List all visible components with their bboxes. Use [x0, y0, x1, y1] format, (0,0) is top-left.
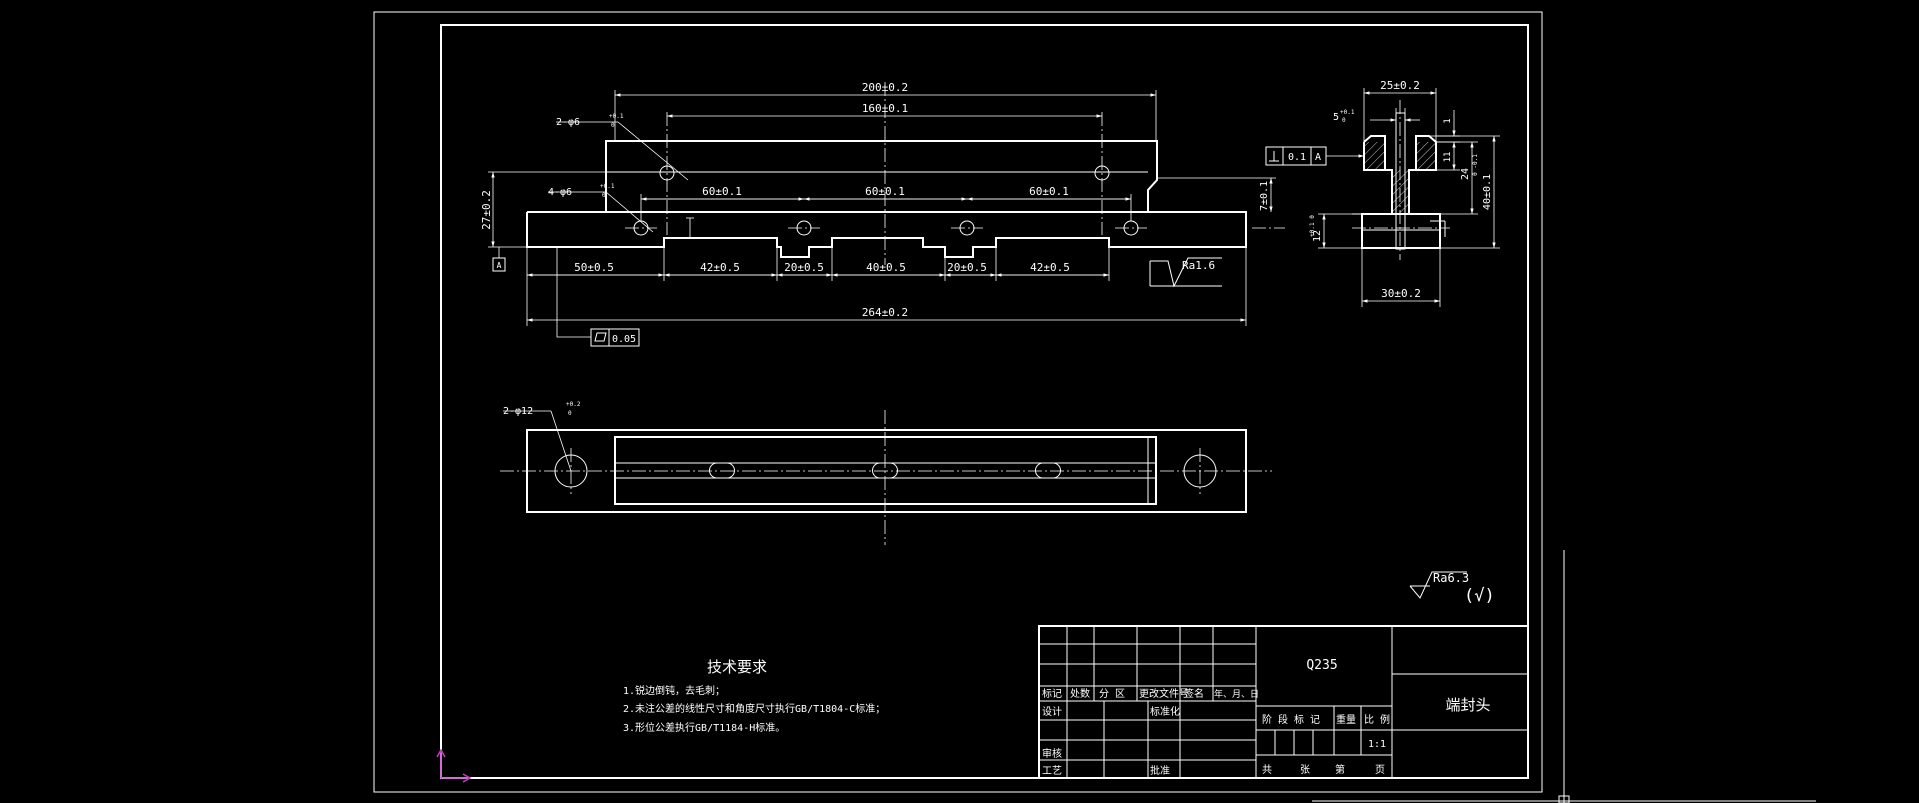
dim-12-tol: +0.1 0 — [1309, 215, 1316, 237]
tech-req-line2: 2.未注公差的线性尺寸和角度尺寸执行GB/T1804-C标准； — [623, 702, 885, 715]
ucs-icon — [436, 748, 472, 783]
dim-pitch-right: 60±0.1 — [1029, 185, 1069, 198]
title-block: 标记 处数 分 区 更改文件号 签名 年、月、日 设计 标准化 审核 工艺 批准… — [1038, 625, 1529, 779]
dim-1: 1 — [1443, 118, 1453, 123]
dim-rail-length: 200±0.2 — [862, 81, 908, 94]
general-roughness-icon — [1409, 571, 1467, 599]
dim-slot-width: 5 — [1333, 112, 1339, 123]
tb-scale: 比 例 — [1364, 713, 1390, 726]
dim-overall-length: 264±0.2 — [862, 306, 908, 319]
dim-24: 24 — [1460, 168, 1471, 180]
dim-seg-3: 20±0.5 — [784, 261, 824, 274]
dim-hole-span: 160±0.1 — [862, 102, 908, 115]
dim-top-width: 25±0.2 — [1380, 79, 1420, 92]
dim-seg-5: 20±0.5 — [947, 261, 987, 274]
dim-height: 27±0.2 — [480, 190, 493, 230]
top-holes-tol-upper: +0.1 — [609, 113, 624, 120]
roughness-label: Ra1.6 — [1182, 259, 1215, 272]
tb-r-design: 设计 — [1042, 705, 1062, 718]
top-view: 2-φ12 +0.2 0 — [500, 401, 1272, 545]
tech-req-title: 技术要求 — [707, 658, 767, 676]
dim-seg-4: 40±0.5 — [866, 261, 906, 274]
dim-pitch-mid: 60±0.1 — [865, 185, 905, 198]
tb-material: Q235 — [1306, 658, 1337, 673]
top-view-holes-tol-lower: 0 — [568, 410, 572, 417]
tb-r-std: 标准化 — [1150, 705, 1180, 718]
flatness-frame — [590, 328, 640, 347]
tb-sheets-total: 共 — [1262, 764, 1272, 776]
dim-small-height: 7±0.1 — [1259, 181, 1270, 211]
tb-h-count: 处数 — [1070, 687, 1090, 700]
top-view-holes-callout: 2-φ12 — [503, 406, 533, 417]
tech-req-line1: 1.锐边倒钝，去毛刺； — [623, 684, 725, 697]
dim-12: 12 — [1312, 230, 1323, 242]
tb-h-docno: 更改文件号 — [1139, 687, 1189, 700]
perp-value: 0.1 — [1288, 152, 1306, 163]
dim-seg-6: 42±0.5 — [1030, 261, 1070, 274]
crosshair-cursor — [1312, 550, 1816, 803]
dim-slot-tol-upper: +0.1 — [1340, 109, 1355, 116]
dim-40: 40±0.1 — [1482, 174, 1493, 210]
tb-sheets-num: 张 — [1300, 764, 1310, 776]
bottom-holes-tol-upper: +0.1 — [600, 183, 615, 190]
tb-h-zone: 分 区 — [1099, 688, 1125, 700]
flatness-value: 0.05 — [612, 334, 636, 345]
side-view: 25±0.2 5 +0.1 0 1 11 24 0 -0.1 40±0.1 12 — [1265, 79, 1500, 307]
perpendicularity-icon — [1269, 151, 1279, 162]
dim-slot-tol-lower: 0 — [1342, 117, 1346, 124]
dim-seg-1: 50±0.5 — [574, 261, 614, 274]
dim-24-tol: 0 -0.1 — [1472, 154, 1479, 176]
tb-scale-val: 1:1 — [1368, 739, 1386, 750]
general-roughness-other: (√) — [1464, 586, 1495, 606]
top-view-holes-tol-upper: +0.2 — [566, 401, 581, 408]
perp-datum: A — [1315, 152, 1321, 163]
top-holes-callout: 2-φ6 — [556, 117, 580, 128]
tb-part-name: 端封头 — [1445, 696, 1490, 714]
inner-border — [440, 24, 1529, 779]
tech-req-line3: 3.形位公差执行GB/T1184-H标准。 — [623, 721, 785, 734]
tb-weight: 重量 — [1336, 713, 1356, 726]
tb-stage: 阶 段 标 记 — [1262, 713, 1320, 726]
tb-h-mark: 标记 — [1042, 688, 1062, 700]
dim-pitch-left: 60±0.1 — [702, 185, 742, 198]
dim-seg-2: 42±0.5 — [700, 261, 740, 274]
front-view: 200±0.2 160±0.1 60±0.1 60±0.1 60±0.1 2-φ… — [480, 81, 1285, 347]
bottom-holes-tol-lower: 0 — [602, 192, 606, 199]
tb-h-sign: 签名 — [1184, 687, 1204, 700]
top-holes-tol-lower: 0 — [611, 122, 615, 129]
datum-box — [492, 257, 506, 272]
tb-sheet-of: 第 — [1335, 763, 1345, 776]
tb-sheet-page: 页 — [1375, 764, 1385, 776]
dim-base-width: 30±0.2 — [1381, 287, 1421, 300]
tb-r-check: 审核 — [1042, 747, 1062, 760]
tb-h-date: 年、月、日 — [1214, 688, 1259, 700]
dim-11: 11 — [1443, 152, 1453, 163]
flatness-icon — [594, 332, 607, 342]
outer-border — [373, 11, 1543, 793]
bottom-holes-callout: 4-φ6 — [548, 187, 572, 198]
roughness-icon — [1149, 257, 1222, 288]
datum-label: A — [497, 261, 502, 270]
general-roughness-value: Ra6.3 — [1433, 571, 1469, 585]
tb-r-process: 工艺 — [1042, 765, 1062, 777]
tb-r-approve: 批准 — [1150, 764, 1170, 777]
